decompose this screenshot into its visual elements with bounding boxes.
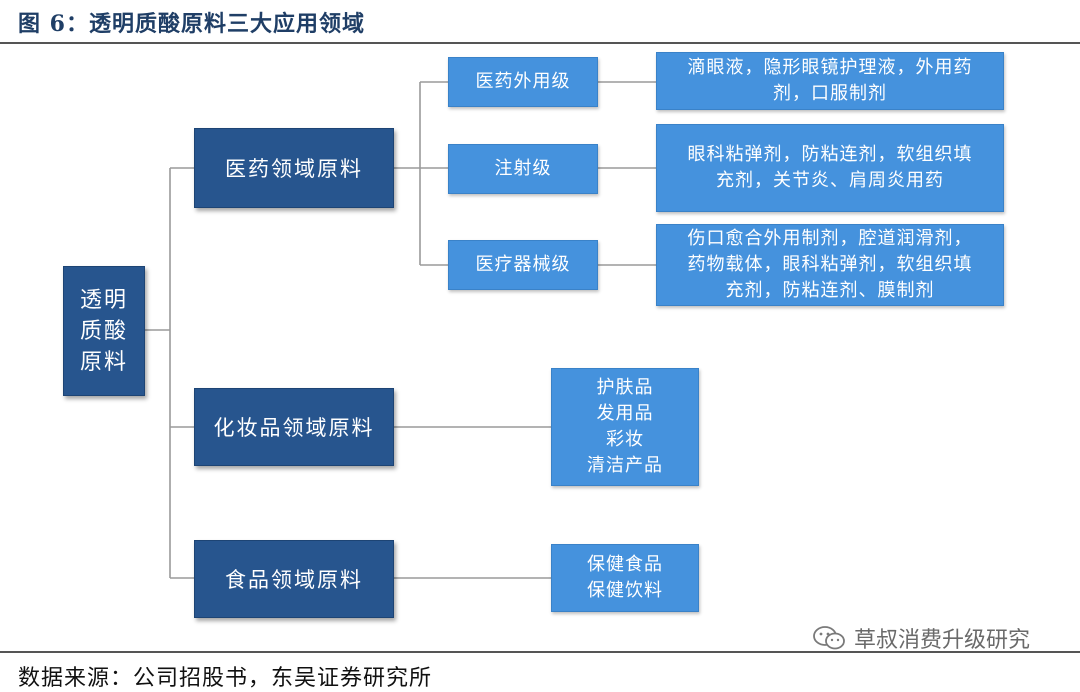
root-line: 原料 [79,349,128,375]
grade-injection-node: 注射级 [448,144,598,194]
uses-line: 伤口愈合外用制剂，腔道润滑剂， [687,228,973,249]
uses-device-node: 伤口愈合外用制剂，腔道润滑剂， 药物载体，眼科粘弹剂，软组织填 充剂，防粘连剂、… [656,224,1004,306]
root-line: 质酸 [79,318,128,344]
root-line: 透明 [79,287,128,313]
uses-line: 滴眼液，隐形眼镜护理液，外用药 [687,57,973,78]
root-node: 透明 质酸 原料 [63,266,145,396]
uses-line: 剂，口服制剂 [773,83,887,104]
uses-line: 眼科粘弹剂，防粘连剂，软组织填 [687,144,973,165]
watermark-text: 草叔消费升级研究 [854,628,1031,653]
product-line: 发用品 [596,403,654,424]
uses-external-node: 滴眼液，隐形眼镜护理液，外用药 剂，口服制剂 [656,52,1004,110]
cosmetic-node: 化妆品领域原料 [194,388,394,466]
uses-injection-node: 眼科粘弹剂，防粘连剂，软组织填 充剂，关节炎、肩周炎用药 [656,124,1004,212]
food-node: 食品领域原料 [194,540,394,618]
food-products-node: 保健食品 保健饮料 [551,544,699,612]
uses-line: 药物载体，眼科粘弹剂，软组织填 [687,254,973,275]
product-line: 清洁产品 [587,455,663,476]
uses-line: 充剂，关节炎、肩周炎用药 [716,170,944,191]
figure-title: 图 6：透明质酸原料三大应用领域 [18,11,365,37]
source-rule [0,651,1080,653]
figure-source: 数据来源：公司招股书，东吴证券研究所 [18,666,433,691]
grade-device-node: 医疗器械级 [448,240,598,290]
product-line: 保健食品 [587,554,663,575]
wechat-icon [813,626,845,650]
grade-external-node: 医药外用级 [448,57,598,107]
uses-line: 充剂，防粘连剂、膜制剂 [725,280,935,301]
product-line: 护肤品 [596,377,654,398]
medical-node: 医药领域原料 [194,128,394,208]
product-line: 彩妆 [606,429,644,450]
title-rule [0,42,1080,44]
cosmetic-products-node: 护肤品 发用品 彩妆 清洁产品 [551,368,699,486]
product-line: 保健饮料 [587,580,663,601]
watermark: 草叔消费升级研究 [812,622,1030,654]
